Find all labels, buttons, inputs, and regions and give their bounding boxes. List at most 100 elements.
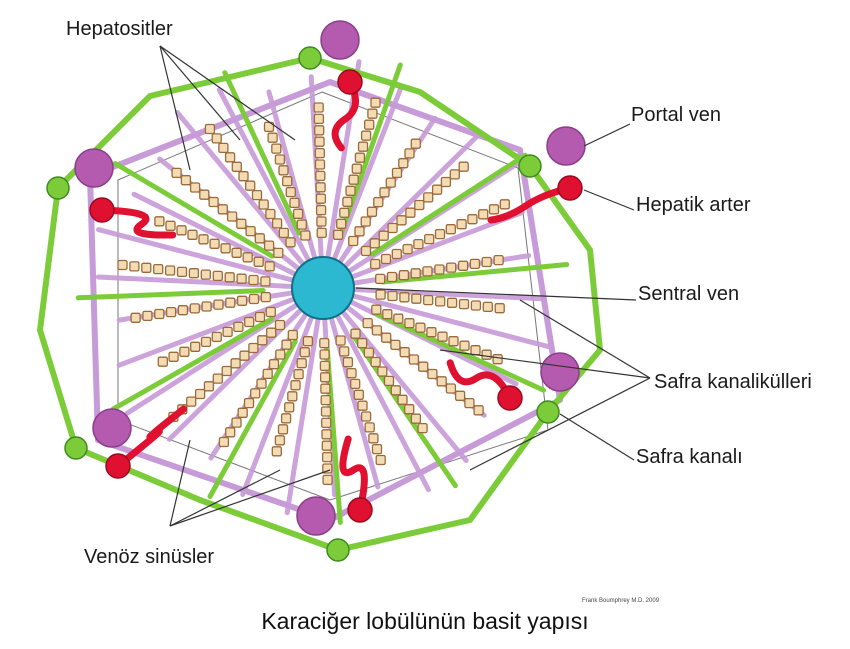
hepatocyte [403, 245, 412, 254]
hepatocyte [246, 181, 255, 190]
hepatocyte [303, 337, 312, 346]
central-vein [292, 257, 354, 319]
hepatocyte [365, 120, 374, 129]
hepatocyte [315, 137, 324, 146]
portal-vein [297, 497, 335, 535]
hepatocyte [436, 230, 445, 239]
hepatocyte [446, 384, 455, 393]
hepatocyte [316, 194, 325, 203]
hepatocyte [294, 370, 303, 379]
hepatocyte [349, 175, 358, 184]
hepatocyte [371, 260, 380, 269]
hepatocyte [177, 226, 186, 235]
hepatocyte [245, 318, 254, 327]
hepatocyte [382, 255, 391, 264]
hepatocyte [270, 360, 279, 369]
hepatocyte [300, 348, 309, 357]
hepatocyte [358, 339, 367, 348]
hepatocyte [167, 308, 176, 317]
hepatocyte [447, 263, 456, 272]
hepatocyte [291, 381, 300, 390]
hepatocyte [378, 367, 387, 376]
hepatocyte [226, 153, 235, 162]
hepatocyte [424, 296, 433, 305]
hepatocyte [288, 392, 297, 401]
hepatocyte [267, 328, 276, 337]
hepatocyte [494, 256, 503, 265]
hepatocyte [362, 412, 371, 421]
hepatocyte [213, 271, 222, 280]
hepatocyte [279, 166, 288, 175]
hepatocyte [495, 304, 504, 313]
hepatocyte [359, 142, 368, 151]
hepatocyte [322, 441, 331, 450]
hepatocyte [433, 185, 442, 194]
hepatocyte [169, 352, 178, 361]
hepatocyte [286, 238, 295, 247]
hepatocyte [343, 197, 352, 206]
hepatocyte [322, 418, 331, 427]
hepatocyte [352, 164, 361, 173]
hepatocyte [243, 253, 252, 262]
hepatocyte [370, 239, 379, 248]
hepatocyte [322, 407, 331, 416]
hepatocyte [365, 423, 374, 432]
hepatocyte [386, 178, 395, 187]
hepatocyte [283, 177, 292, 186]
hepatocyte [261, 277, 270, 286]
hepatocyte [315, 126, 324, 135]
hepatocyte [385, 376, 394, 385]
hepatocyte [221, 244, 230, 253]
hepatocyte [392, 250, 401, 259]
hepatocyte [254, 257, 263, 266]
hepatocyte [400, 293, 409, 302]
hepatocyte [437, 377, 446, 386]
hepatic-artery [348, 498, 372, 522]
portal-vein [75, 149, 113, 187]
hepatocyte [373, 445, 382, 454]
hepatocyte [219, 438, 228, 447]
hepatocyte [343, 358, 352, 367]
hepatocyte [286, 188, 295, 197]
portal-vein [541, 353, 579, 391]
hepatocyte [266, 308, 275, 317]
label-hepatic-artery: Hepatik arter [636, 194, 751, 217]
hepatocyte [355, 227, 364, 236]
hepatocyte [362, 131, 371, 140]
hepatocyte [470, 259, 479, 268]
hepatocyte [226, 298, 235, 307]
hepatocyte [272, 447, 281, 456]
bile-duct [47, 177, 69, 199]
hepatocyte [450, 170, 459, 179]
hepatocyte [232, 162, 241, 171]
hepatocyte [261, 293, 270, 302]
hepatocyte [210, 239, 219, 248]
hepatocyte [276, 321, 285, 330]
hepatocyte [154, 265, 163, 274]
hepatocyte [191, 342, 200, 351]
hepatocyte [232, 418, 241, 427]
hepatocyte [361, 217, 370, 226]
hepatocyte [321, 396, 330, 405]
hepatocyte [400, 348, 409, 357]
hepatocyte [257, 379, 266, 388]
hepatocyte [178, 306, 187, 315]
hepatocyte [376, 290, 385, 299]
hepatocyte [398, 395, 407, 404]
bile-duct [519, 155, 541, 177]
hepatocyte [290, 198, 299, 207]
hepatocyte [314, 103, 323, 112]
hepatocyte [362, 247, 371, 256]
hepatocyte [178, 267, 187, 276]
hepatocyte [266, 210, 275, 219]
hepatocyte [316, 171, 325, 180]
hepatocyte [411, 139, 420, 148]
hepatocyte [251, 389, 260, 398]
hepatocyte [482, 350, 491, 359]
hepatocyte [321, 373, 330, 382]
hepatocyte [265, 241, 274, 250]
hepatocyte [223, 327, 232, 336]
hepatic-artery [90, 198, 114, 222]
hepatocyte [355, 153, 364, 162]
hepatocyte [456, 391, 465, 400]
